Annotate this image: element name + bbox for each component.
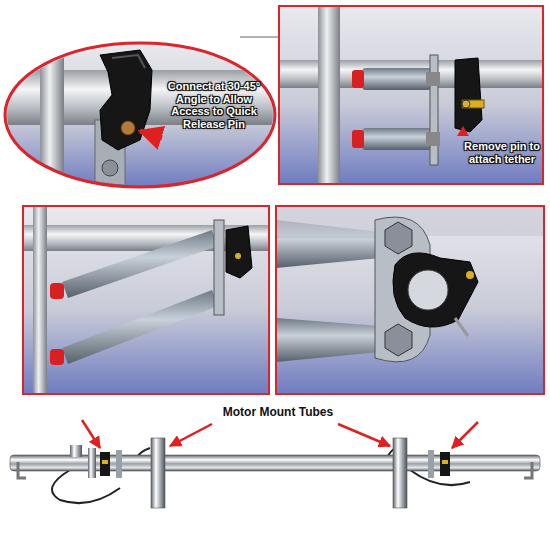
callout-note: Remove pin to attach tether: [462, 140, 542, 165]
detail-panel: [279, 0, 549, 190]
zoom-oval: [0, 0, 290, 200]
detail-panel: [23, 200, 273, 400]
mount-bar: [10, 420, 540, 508]
part-label: Motor Mount Tubes: [208, 406, 348, 420]
callout-note: Connect at 30-45° Angle to Allow Access …: [160, 80, 268, 131]
detail-panel: [276, 206, 544, 394]
